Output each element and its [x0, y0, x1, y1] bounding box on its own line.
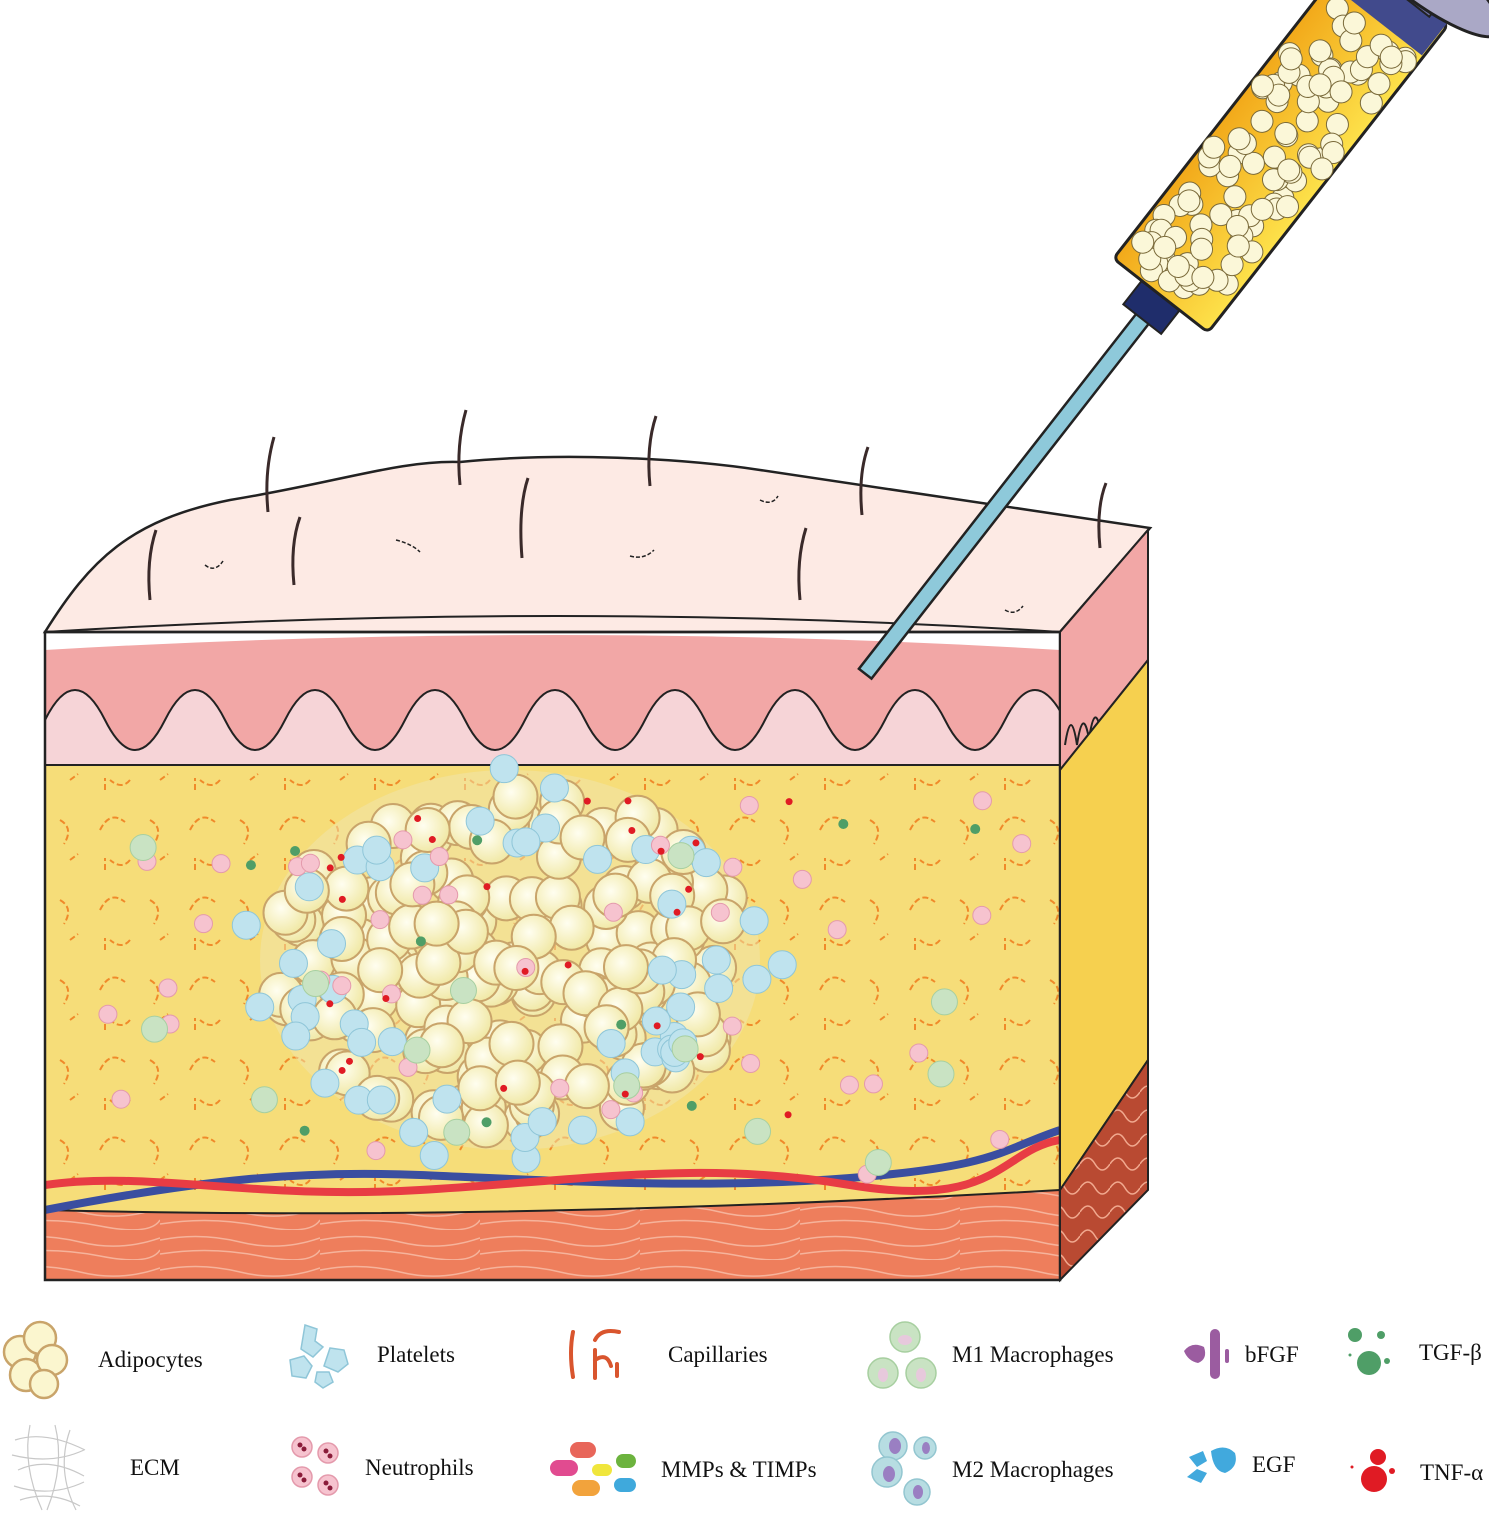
legend-item-mmps-timps: MMPs & TIMPs	[548, 1440, 817, 1500]
artery	[45, 1136, 1060, 1197]
skin-block-side	[1059, 527, 1149, 1283]
capillaries-icon	[569, 1329, 621, 1380]
legend-label: TNF-α	[1420, 1459, 1484, 1485]
legend-item-capillaries: Capillaries	[565, 1320, 768, 1390]
legend: Adipocytes Platelets Capillaries M1 Macr…	[0, 1300, 1489, 1524]
barrel-flange	[1330, 0, 1489, 39]
legend-item-ecm: ECM	[10, 1420, 180, 1515]
bfgf-icon	[1184, 1329, 1229, 1379]
legend-item-bfgf: bFGF	[1180, 1325, 1299, 1385]
mmps-timps-icon	[550, 1442, 636, 1496]
legend-label: bFGF	[1245, 1342, 1299, 1367]
legend-item-adipocytes: Adipocytes	[0, 1320, 203, 1400]
plunger-rubber	[1330, 0, 1447, 56]
legend-label: Adipocytes	[98, 1347, 203, 1372]
legend-label: M1 Macrophages	[952, 1342, 1114, 1367]
legend-label: Neutrophils	[365, 1454, 474, 1480]
syringe	[857, 0, 1489, 681]
m2-macrophages-icon	[871, 1431, 937, 1506]
legend-item-tnf-alpha: TNF-α	[1348, 1445, 1483, 1500]
tnf-alpha-icon	[1350, 1449, 1395, 1492]
neutrophils-icon	[291, 1436, 339, 1496]
skin-surface	[42, 409, 1153, 634]
legend-label: Platelets	[377, 1342, 455, 1367]
skin-injection-illustration	[42, 0, 1489, 1283]
legend-item-neutrophils: Neutrophils	[290, 1435, 474, 1500]
hairs	[147, 409, 1108, 601]
legend-label: TGF-β	[1419, 1339, 1482, 1365]
adipocytes-icon	[2, 1320, 69, 1400]
legend-label: EGF	[1252, 1452, 1296, 1477]
platelets-icon	[289, 1324, 349, 1389]
legend-item-m2-macrophages: M2 Macrophages	[865, 1430, 1114, 1510]
legend-label: M2 Macrophages	[952, 1457, 1114, 1482]
legend-item-m1-macrophages: M1 Macrophages	[865, 1315, 1114, 1395]
muscle	[45, 1188, 1060, 1280]
tgf-beta-icon	[1348, 1328, 1390, 1375]
legend-label: Capillaries	[668, 1342, 768, 1367]
legend-item-platelets: Platelets	[285, 1320, 455, 1390]
injected-graft-cluster	[98, 754, 1032, 1184]
m1-macrophages-icon	[867, 1321, 937, 1389]
dermis	[45, 689, 1060, 771]
ecm-icon	[11, 1424, 86, 1511]
legend-item-egf: EGF	[1185, 1445, 1295, 1485]
legend-item-tgf-beta: TGF-β	[1345, 1325, 1482, 1380]
legend-label: ECM	[130, 1454, 180, 1480]
legend-label: MMPs & TIMPs	[661, 1457, 817, 1482]
egf-icon	[1187, 1447, 1236, 1483]
